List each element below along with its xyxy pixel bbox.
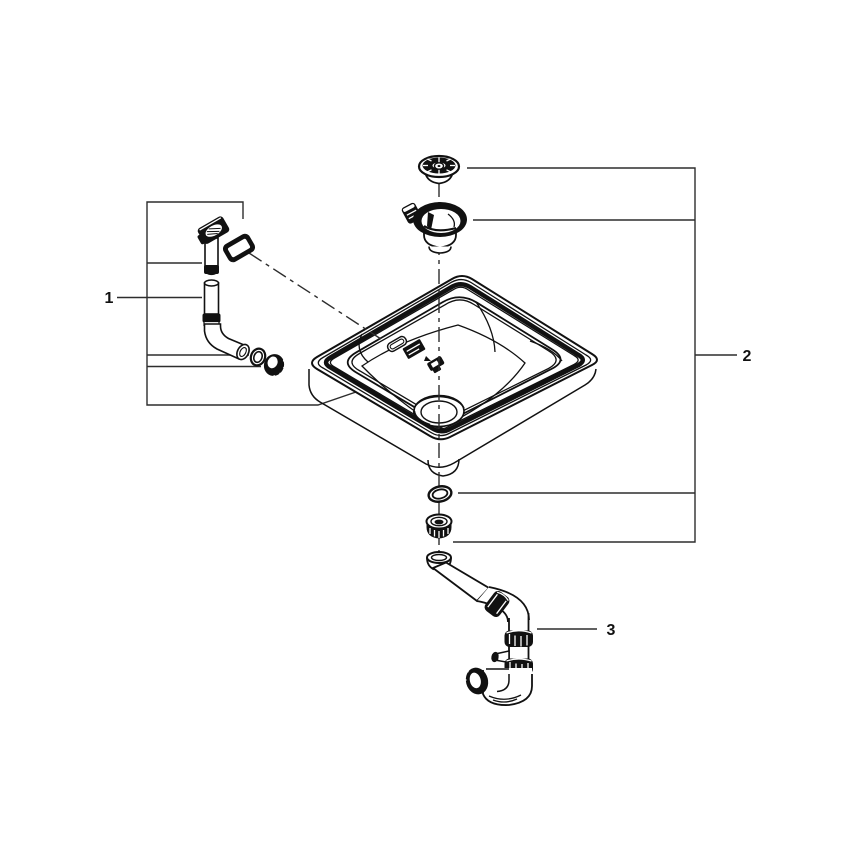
trap-coupling-1 bbox=[484, 591, 510, 617]
callout-3-label: 3 bbox=[607, 622, 616, 639]
overflow-seal-ring bbox=[249, 347, 267, 367]
overflow-union-nut bbox=[263, 354, 287, 379]
drain-boss-outline bbox=[427, 458, 460, 477]
callout-2-label: 2 bbox=[743, 348, 752, 365]
sink-basin bbox=[308, 275, 598, 477]
sink-drain-hole bbox=[412, 394, 465, 428]
rim-seal-band bbox=[323, 281, 585, 434]
overflow-gasket bbox=[222, 233, 256, 263]
callout-1-bracket bbox=[117, 201, 389, 406]
basin-union-nut bbox=[425, 513, 453, 539]
trap-cleanout-stub bbox=[491, 650, 510, 664]
clip-arrow-icon bbox=[424, 356, 431, 361]
overflow-cover-plate bbox=[197, 216, 230, 245]
overflow-assembly bbox=[197, 216, 287, 379]
trap-coupling-2 bbox=[504, 630, 533, 647]
trap-inlet-pipe bbox=[431, 561, 491, 603]
siphon-trap bbox=[426, 551, 533, 706]
callout-2-bracket bbox=[453, 167, 737, 543]
overflow-elbow bbox=[203, 323, 250, 361]
brand-badge bbox=[402, 339, 426, 359]
callout-1-label: 1 bbox=[105, 290, 114, 307]
basin-seal-ring bbox=[427, 485, 453, 503]
drain-flange-basket bbox=[401, 202, 467, 254]
trap-outlet-bend bbox=[463, 667, 533, 706]
strainer-plug bbox=[417, 154, 461, 185]
overflow-axis-line bbox=[248, 252, 382, 340]
overflow-slot bbox=[386, 335, 408, 353]
overflow-lower-tube bbox=[202, 279, 221, 327]
